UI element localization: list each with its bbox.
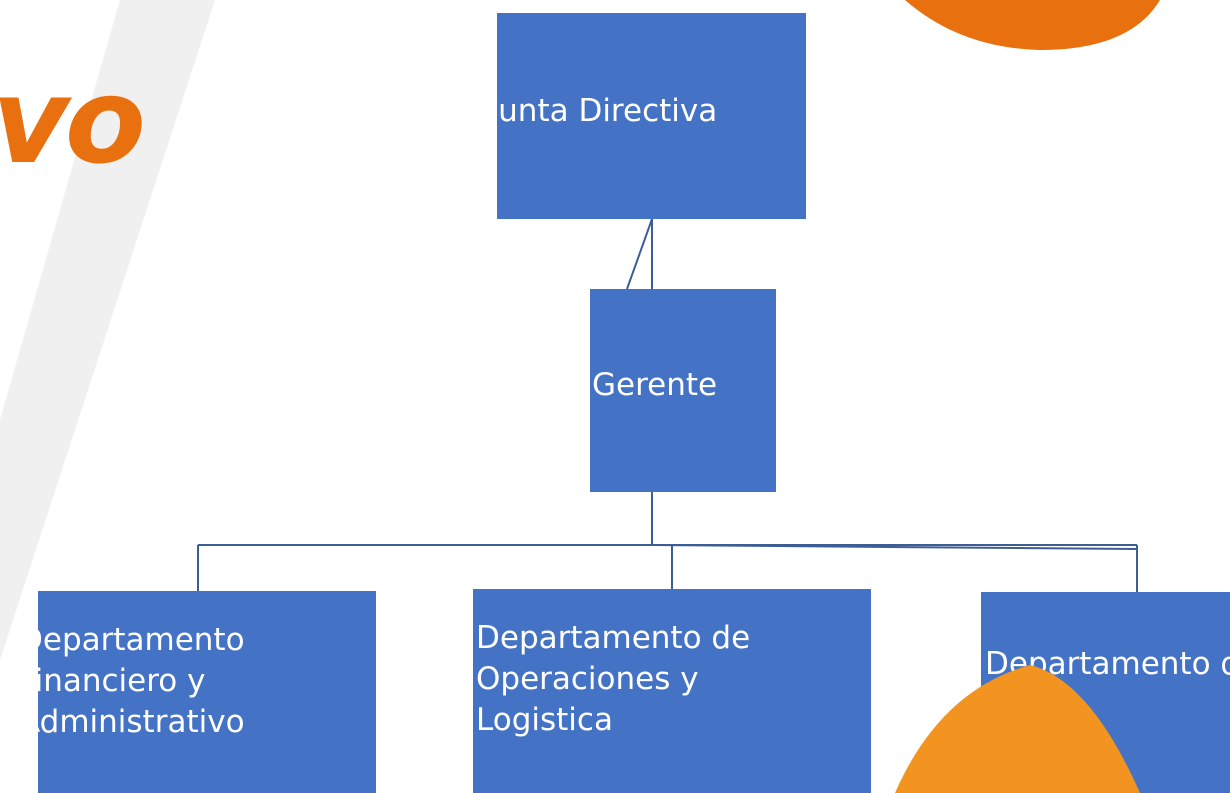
org-node-departamento-comercial: Departamento de comercial <box>981 592 1230 793</box>
org-node-departamento-operaciones: Departamento de Operaciones y Logistica <box>473 589 871 793</box>
org-node-junta-directiva: Junta Directiva <box>497 13 806 219</box>
connector-bus-lower <box>651 544 1138 550</box>
connector-root-manager-diagonal <box>626 218 653 290</box>
org-node-departamento-financiero: Departamento Financiero y Administrativo <box>38 591 376 793</box>
org-node-label: Junta Directiva <box>497 93 718 130</box>
org-node-gerente: Gerente <box>590 289 776 492</box>
org-node-label: Departamento de Operaciones y Logistica <box>476 620 751 739</box>
org-node-label: Departamento Financiero y Administrativo <box>38 622 245 741</box>
title-fragment: vo <box>0 52 146 190</box>
org-node-label: Gerente <box>592 366 718 403</box>
org-node-label: Departamento de comercial <box>985 646 1230 682</box>
